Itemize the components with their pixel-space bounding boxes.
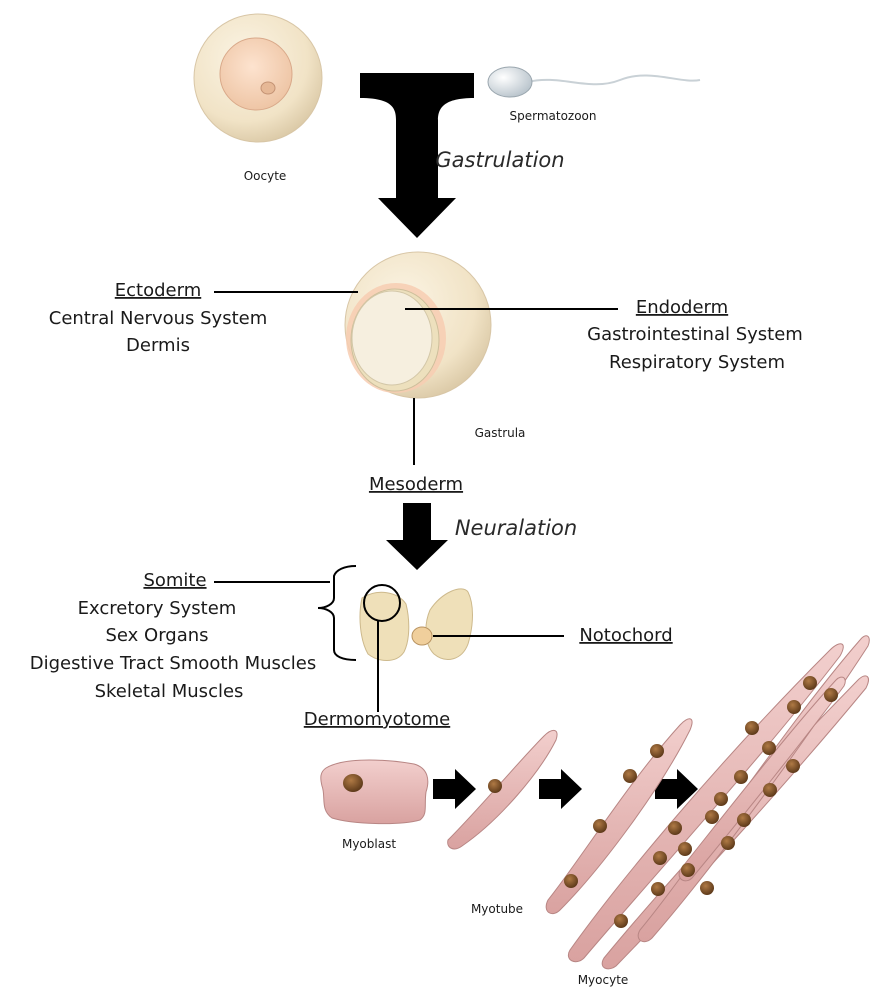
somite-item: Skeletal Muscles: [95, 681, 244, 702]
myoblast-label: Myoblast: [342, 837, 396, 851]
myoblast-to-myotube-arrow: [433, 769, 476, 809]
ectoderm-title: Ectoderm: [115, 280, 201, 301]
ectoderm-item: Central Nervous System: [49, 308, 268, 329]
notochord-title: Notochord: [579, 625, 672, 646]
somite-title: Somite: [143, 570, 206, 591]
myotube-to-myocyte-arrow: [539, 769, 582, 809]
mesoderm-title: Mesoderm: [369, 474, 463, 495]
myoblast-cell: [321, 760, 428, 824]
ectoderm-item: Dermis: [126, 335, 190, 356]
somite-structure: [360, 589, 473, 661]
neuralation-arrow: [386, 503, 448, 570]
myocyte-label: Myocyte: [578, 973, 629, 987]
somite-item: Sex Organs: [105, 625, 208, 646]
gastrula-label: Gastrula: [475, 426, 526, 440]
gastrulation-label: Gastrulation: [435, 148, 564, 172]
oocyte-cell: [194, 14, 322, 142]
dermomyotome-title: Dermomyotome: [304, 709, 450, 730]
endoderm-item: Gastrointestinal System: [587, 324, 803, 345]
somite-item: Digestive Tract Smooth Muscles: [30, 653, 317, 674]
spermatozoon-label: Spermatozoon: [509, 109, 596, 123]
neuralation-label: Neuralation: [455, 516, 577, 540]
spermatozoon-cell: [488, 67, 700, 97]
endoderm-title: Endoderm: [636, 297, 728, 318]
myotube-label: Myotube: [471, 902, 523, 916]
somite-bracket: [318, 566, 356, 660]
myocyte-fibers: [568, 636, 869, 969]
somite-item: Excretory System: [78, 598, 237, 619]
oocyte-label: Oocyte: [244, 169, 287, 183]
gastrula-cell: [345, 252, 491, 398]
endoderm-item: Respiratory System: [609, 352, 785, 373]
